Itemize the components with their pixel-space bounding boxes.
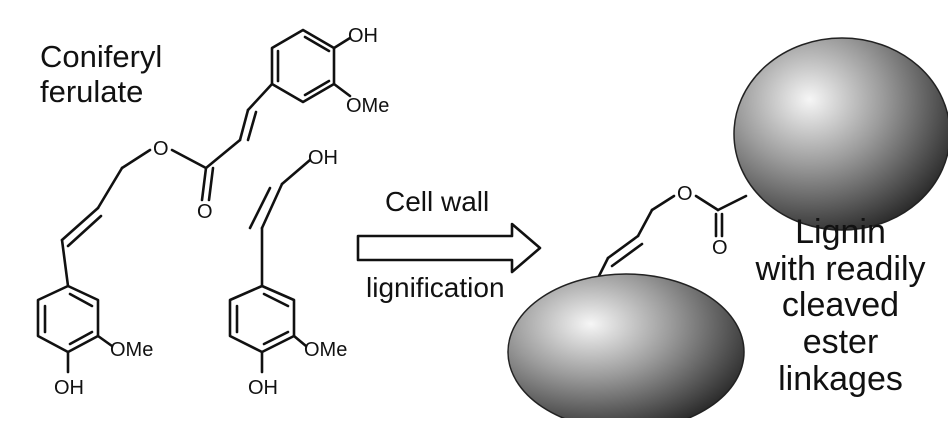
product-bond-carbonyl-to-sphere <box>716 194 748 212</box>
bond-vinyl-to-carbonyl <box>204 138 242 170</box>
atom-product-ester-o: O <box>677 183 693 205</box>
bond-ch2-to-vinyl <box>96 166 124 210</box>
product-line4: ester <box>802 323 879 362</box>
lignin-sphere-upper <box>733 37 948 231</box>
atom-ester-o: O <box>153 138 169 160</box>
lignin-sphere-lower <box>507 273 745 423</box>
bond-to-ome-left <box>96 334 114 348</box>
product-bond-o-to-carbonyl <box>694 194 720 212</box>
bond-carbonyl-to-ester-o <box>170 148 208 170</box>
atom-ome-upper: OMe <box>346 95 390 117</box>
bond-to-ome-upper <box>332 82 352 98</box>
atom-ome-left: OMe <box>110 339 154 361</box>
bond-vinyl-to-ring <box>60 238 70 288</box>
atom-carbonyl-o: O <box>197 201 213 223</box>
product-bond-ch2-to-o <box>650 194 676 212</box>
bond-to-ome-mid <box>292 334 308 348</box>
coniferyl-benzene-ring-mid <box>228 284 296 354</box>
product-bond-to-ch2 <box>636 208 654 238</box>
arrow-label-top: Cell wall <box>385 186 490 217</box>
atom-product-carbonyl-o: O <box>712 237 728 259</box>
reactant-name-line2: ferulate <box>40 73 144 109</box>
ferulate-benzene-ring <box>270 28 336 104</box>
bond-ring-to-vinyl <box>246 82 274 112</box>
coniferyl-double-bond <box>60 206 100 242</box>
atom-ome-mid: OMe <box>304 339 348 361</box>
atom-oh-alcohol: OH <box>308 147 338 169</box>
product-line2: with readily <box>755 249 926 288</box>
product-line5: linkages <box>778 359 903 398</box>
product-line3: cleaved <box>781 286 900 325</box>
atom-oh-left: OH <box>54 377 84 399</box>
atom-oh-top: OH <box>348 25 378 47</box>
carbonyl-double-bond <box>200 166 208 202</box>
atom-oh-mid: OH <box>248 377 278 399</box>
ferulate-double-bond <box>238 108 250 142</box>
product-line1: Lignin <box>795 213 886 251</box>
coniferyl-benzene-ring-left <box>36 284 100 354</box>
bond-to-oh-top <box>332 36 352 50</box>
reactant-name-line1: Coniferyl <box>40 39 163 74</box>
reaction-arrow <box>356 222 542 274</box>
reactant-name: Coniferyl ferulate <box>40 39 163 109</box>
bond-ester-o-to-ch2 <box>120 148 152 170</box>
alcohol-double-bond <box>260 182 284 230</box>
product-double-bond <box>606 234 640 260</box>
arrow-label-bottom: lignification <box>366 272 505 303</box>
product-description: Lignin with readily cleaved ester linkag… <box>738 214 943 398</box>
bond-oh-to-ch2 <box>280 158 312 186</box>
